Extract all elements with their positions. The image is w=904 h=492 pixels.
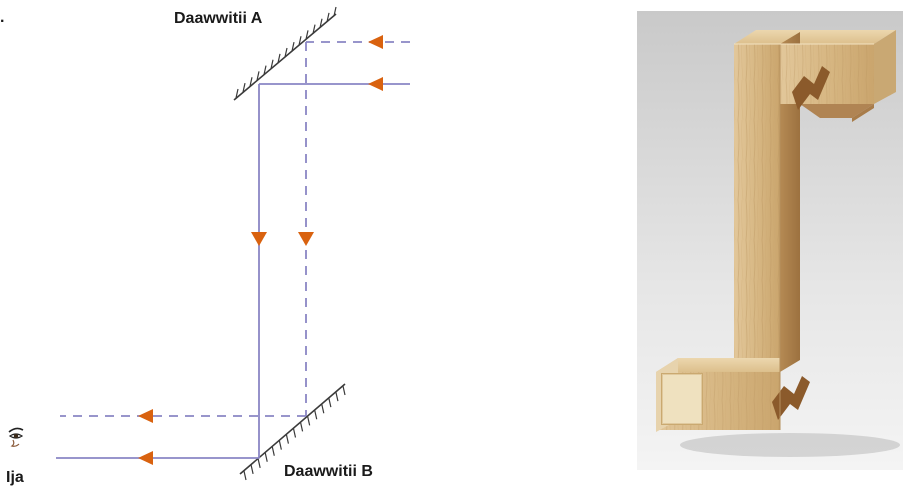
mirror-hatch-mark <box>285 434 290 444</box>
mirror-hatch-mark <box>271 446 275 456</box>
mirror-hatch-mark <box>314 410 318 420</box>
mirror-hatch-mark <box>257 458 261 468</box>
mirror-b <box>239 383 346 481</box>
mirror-hatch-mark <box>335 391 339 402</box>
bowtie-inlay-bottom <box>772 376 810 420</box>
mirror-hatch-mark <box>284 47 288 58</box>
mirror-hatch-mark <box>277 53 281 63</box>
mirror-b-label: Daawwitii B <box>284 463 373 480</box>
mirror-hatch-mark <box>263 65 267 75</box>
eye-icon <box>8 427 24 447</box>
mirror-a-label: Daawwitii A <box>174 10 263 27</box>
mirror-hatch-mark <box>264 452 268 462</box>
arrow-left-bottom-solid <box>138 451 153 465</box>
mirror-hatch-mark <box>326 12 330 22</box>
mirror-hatch-mark <box>342 385 346 396</box>
mirror-hatch-mark <box>270 59 274 69</box>
mirror-hatch-mark <box>235 88 239 99</box>
mirror-hatch-mark <box>298 36 302 46</box>
mirror-hatch-mark <box>242 83 246 93</box>
mirror-hatch-mark <box>249 77 253 87</box>
direction-arrows <box>138 35 383 465</box>
mirror-hatch-mark <box>291 42 295 52</box>
mirror-hatch-mark <box>312 24 316 34</box>
solid-light-ray <box>56 83 410 459</box>
dashed-light-ray <box>60 41 410 417</box>
arrow-down-dashed <box>298 232 314 246</box>
arrow-down-solid <box>251 232 267 246</box>
mirror-a <box>233 6 337 101</box>
arrow-left-bottom-dashed <box>138 409 153 423</box>
arrow-left-top-solid <box>368 77 383 91</box>
mirror-hatch-mark <box>307 416 311 426</box>
mirror-hatch-mark <box>328 398 332 408</box>
mirror-hatch-mark <box>243 470 247 481</box>
wooden-periscope-photo <box>637 11 903 470</box>
mirror-hatch-mark <box>333 6 337 17</box>
mirror-hatch-mark <box>321 404 325 414</box>
mirror-hatch-mark <box>319 18 323 28</box>
eye-label: Ija <box>6 469 24 486</box>
mirror-hatch-mark <box>305 30 309 40</box>
bowtie-inlay-top <box>792 66 830 110</box>
mirror-hatch-mark <box>292 428 297 438</box>
mirror-hatch-mark <box>278 440 282 450</box>
mirror-hatch-mark <box>250 464 254 475</box>
mirror-hatch-mark <box>299 422 304 432</box>
bullet-mark: . <box>0 9 4 26</box>
mirror-hatch-mark <box>256 71 260 81</box>
arrow-left-top-dashed <box>368 35 383 49</box>
